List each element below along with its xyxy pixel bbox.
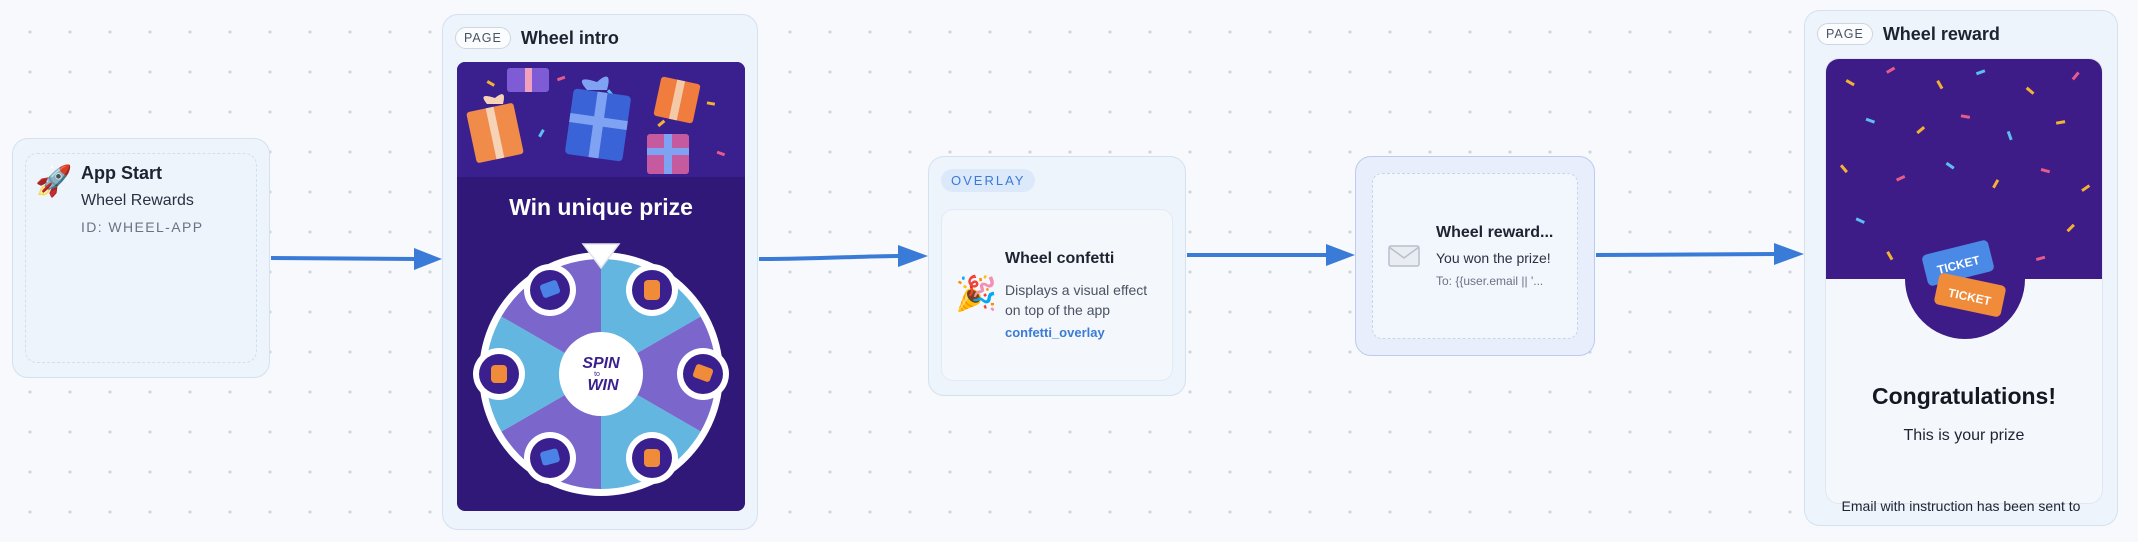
email-notice-text: Email with instruction has been sent to [1841, 498, 2081, 514]
email-node[interactable]: Wheel reward... You won the prize! To: {… [1355, 156, 1595, 356]
overlay-title: Wheel confetti [1005, 250, 1115, 267]
arrow-head-4 [1774, 243, 1804, 265]
wheel-center-label: SPIN [582, 355, 620, 372]
wheel-pointer-icon [581, 243, 621, 270]
connector-intro-to-overlay [758, 254, 901, 261]
overlay-identifier[interactable]: confetti_overlay [1005, 325, 1105, 340]
overlay-badge: OVERLAY [941, 169, 1036, 192]
app-start-node[interactable]: 🚀 App Start Wheel Rewards ID: WHEEL-APP [12, 138, 270, 378]
page-title: Wheel reward [1882, 23, 2000, 44]
arrow-head-1 [414, 248, 442, 270]
page-chip: PAGE [455, 27, 511, 49]
page-title: Wheel intro [520, 27, 619, 48]
wheel-reward-preview[interactable]: TICKET TICKET Congratulations! This is y… [1825, 58, 2103, 504]
email-subject: You won the prize! [1436, 250, 1551, 266]
page-header: PAGE Wheel reward [1817, 23, 2000, 45]
app-name: Wheel Rewards [81, 192, 194, 209]
app-start-title: App Start [81, 163, 162, 183]
overlay-description: Displays a visual effect on top of the a… [1005, 282, 1148, 318]
wheel-reward-page-node[interactable]: PAGE Wheel reward [1804, 10, 2118, 526]
envelope-icon [1388, 245, 1420, 267]
app-id: ID: WHEEL-APP [81, 219, 204, 235]
party-popper-icon: 🎉 [955, 275, 998, 313]
wheel-center-label-win: WIN [587, 377, 619, 394]
intro-heading: Win unique prize [509, 194, 693, 220]
wheel-intro-page-node[interactable]: PAGE Wheel intro [442, 14, 758, 530]
wheel-center-label-to: to [594, 371, 600, 378]
connector-email-to-reward [1595, 252, 1777, 257]
overlay-node[interactable]: OVERLAY 🎉 Wheel confetti Displays a visu… [928, 156, 1186, 396]
wheel-intro-preview[interactable]: Win unique prize [457, 62, 745, 511]
gift-boxes-illustration [457, 62, 745, 177]
prize-text: This is your prize [1903, 427, 2025, 444]
page-header: PAGE Wheel intro [455, 27, 619, 49]
page-chip: PAGE [1817, 23, 1873, 45]
ticket-icon: TICKET TICKET [1922, 240, 2006, 317]
rocket-icon: 🚀 [35, 165, 73, 198]
app-start-inner [25, 153, 257, 363]
prize-wheel[interactable]: SPIN to WIN [457, 242, 745, 511]
connector-start-to-intro [270, 256, 419, 261]
arrow-head-3 [1326, 244, 1355, 266]
arrow-head-2 [898, 245, 928, 267]
email-title: Wheel reward... [1436, 224, 1554, 241]
email-recipient: To: {{user.email || '... [1436, 274, 1544, 288]
confetti-banner: TICKET TICKET [1826, 59, 2102, 339]
congrats-heading: Congratulations! [1872, 383, 2056, 409]
overlay-inner [941, 209, 1173, 381]
